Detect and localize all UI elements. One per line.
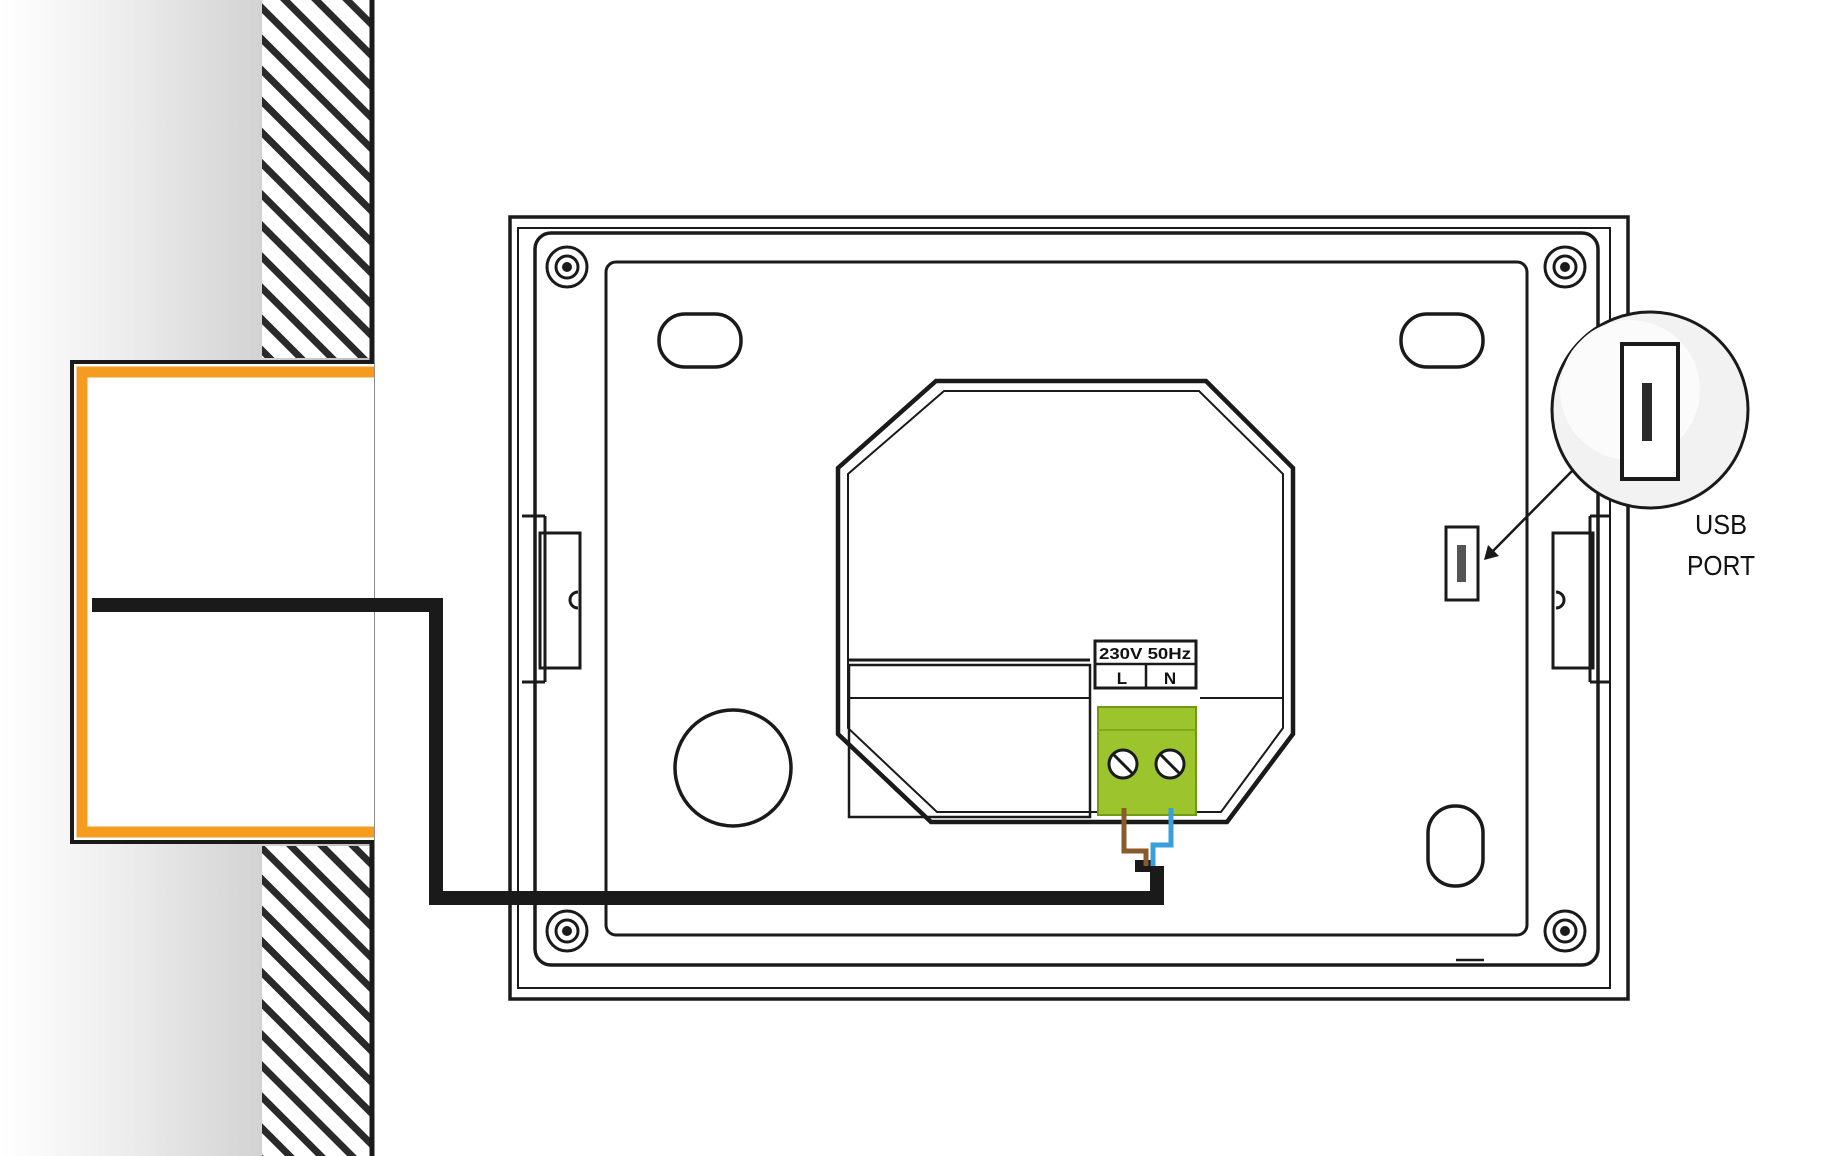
backplate-outer-frame <box>508 215 1630 1001</box>
mounting-hole-bottom-left <box>673 708 793 828</box>
wall-box-outer-edge <box>70 360 374 844</box>
usb-port-label-line2: PORT <box>1687 550 1755 581</box>
wall-hatch-bottom <box>262 846 372 1156</box>
central-opening-inner <box>847 390 1284 813</box>
corner-screw-top-left <box>545 245 589 289</box>
backplate-mid-frame <box>533 231 1600 967</box>
wall-hatch-top <box>262 0 372 358</box>
usb-port-label-line1: USB <box>1695 509 1747 540</box>
corner-screw-bottom-left <box>545 909 589 953</box>
mounting-slot-bottom-right <box>1426 804 1485 888</box>
neutral-wire <box>1150 808 1174 866</box>
usb-port-slot-inner <box>1457 545 1466 582</box>
central-opening <box>835 378 1296 825</box>
terminal-screw-n <box>1154 748 1186 780</box>
usb-callout-arrowhead <box>1484 545 1499 560</box>
mounting-slot-top-left <box>657 312 743 369</box>
corner-screw-top-right <box>1543 245 1587 289</box>
side-latch-left <box>522 514 582 684</box>
wall-box-orange-edge <box>76 366 374 838</box>
mounting-slot-top-right <box>1399 312 1485 369</box>
opening-box <box>847 663 1092 819</box>
device-backplate <box>508 215 1630 1001</box>
corner-screw-bottom-right <box>1543 909 1587 953</box>
usb-callout-leader <box>1491 470 1573 553</box>
backplate-outer-inset <box>517 227 1611 989</box>
terminal-l-label: L <box>1117 669 1127 688</box>
power-cable <box>92 598 1164 905</box>
backplate-inner-panel <box>604 260 1529 937</box>
terminal-voltage-label: 230V 50Hz <box>1099 646 1191 663</box>
terminal-screw-l <box>1107 748 1139 780</box>
live-wire <box>1121 808 1149 866</box>
usb-callout: USB PORT <box>1484 310 1755 581</box>
terminal-block: 230V 50Hz L N <box>1093 639 1198 816</box>
usb-magnified-port-inner <box>1642 383 1652 441</box>
side-latch-right <box>1551 514 1610 684</box>
terminal-n-label: N <box>1164 669 1176 688</box>
